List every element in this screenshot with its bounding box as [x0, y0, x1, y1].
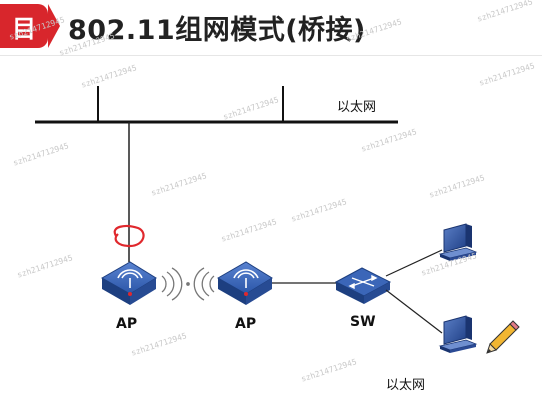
ethernet-top-label: 以太网 — [337, 100, 377, 115]
pc2-device — [438, 315, 478, 353]
switch-device — [334, 267, 392, 304]
ap1-device — [100, 261, 157, 305]
page-title: 802.11组网模式(桥接) — [68, 15, 366, 46]
title-divider — [0, 55, 542, 56]
ap2-label: AP — [235, 316, 257, 332]
switch-pc1-cable — [385, 249, 443, 277]
ethernet-bus — [35, 86, 398, 124]
section-badge-arrow — [48, 4, 60, 48]
pc1-device — [438, 223, 478, 261]
switch-label: SW — [350, 314, 376, 330]
section-badge-text: 目 — [12, 14, 36, 43]
ap2-device — [216, 261, 273, 305]
wireless-link — [161, 267, 215, 301]
section-badge: 目 — [0, 4, 48, 48]
ethernet-bottom-label: 以太网 — [386, 378, 426, 393]
switch-pc2-cable — [385, 289, 443, 334]
pencil-icon — [486, 320, 520, 354]
ap1-label: AP — [116, 316, 138, 332]
